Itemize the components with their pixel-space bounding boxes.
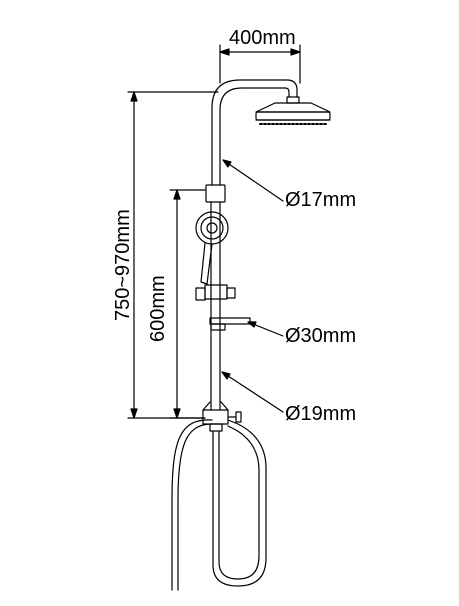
label-total-height: 750~970mm [112, 209, 134, 321]
callout-leader-19mm [221, 371, 284, 413]
label-lower-pipe-diameter: Ø19mm [285, 403, 357, 425]
dimension-slide-bar [169, 189, 206, 419]
shower-hose [171, 419, 267, 591]
hand-shower [195, 211, 229, 285]
overhead-shower-head [255, 96, 331, 125]
dimension-400mm [219, 44, 301, 84]
upper-riser-pipe [211, 79, 298, 186]
diverter [202, 401, 242, 432]
hand-shower-holder [195, 284, 236, 301]
callout-leader-30mm [247, 321, 284, 337]
callout-leader-17mm [222, 159, 284, 202]
height-adjuster [205, 184, 226, 203]
label-upper-pipe-diameter: Ø17mm [285, 189, 357, 211]
soap-dish [209, 317, 251, 331]
slide-bar [210, 201, 221, 411]
label-slide-bar-height: 600mm [147, 275, 169, 342]
label-head-reach: 400mm [229, 27, 296, 49]
dimension-total-height [127, 91, 219, 419]
label-soap-dish-diameter: Ø30mm [285, 325, 357, 347]
